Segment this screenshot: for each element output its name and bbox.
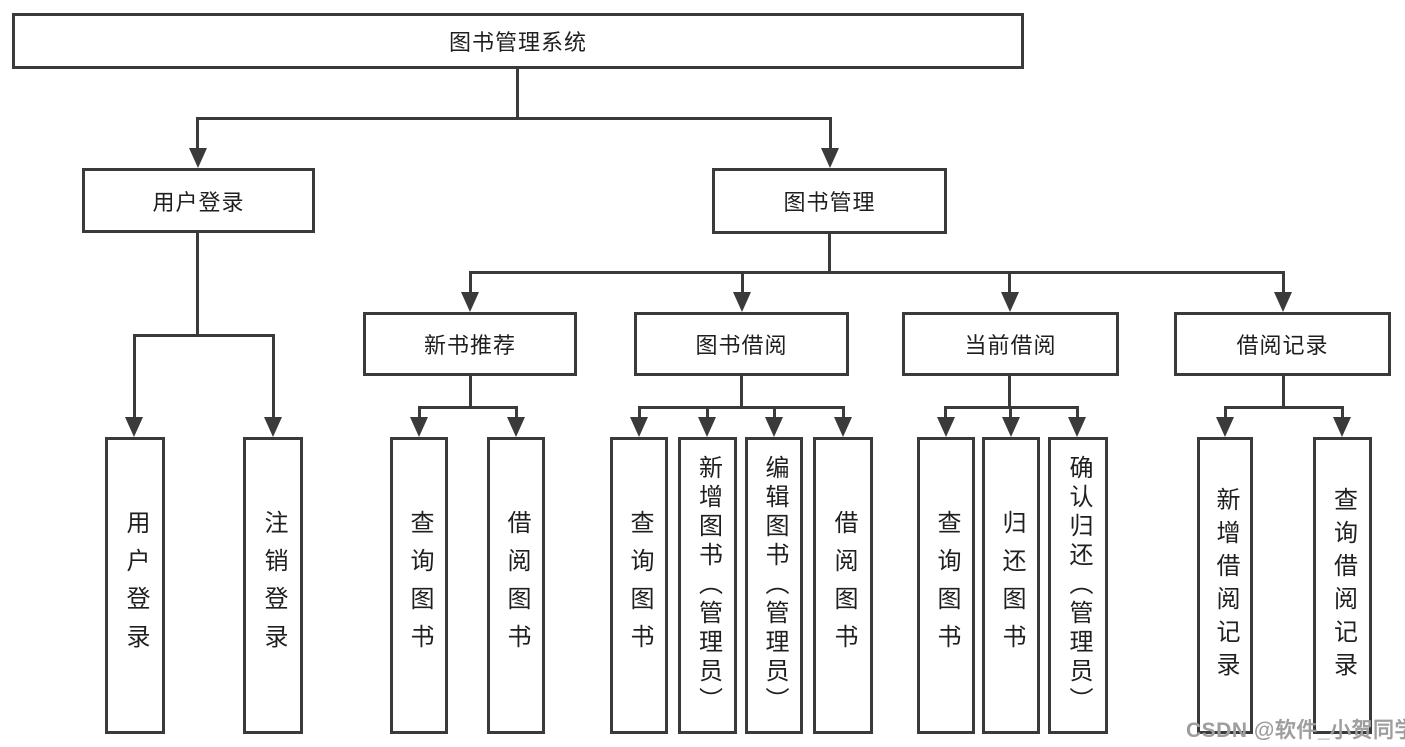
arrowhead-down-icon: [1333, 417, 1351, 437]
arrowhead-down-icon: [698, 417, 716, 437]
connector-line: [1224, 406, 1344, 409]
arrowhead-down-icon: [461, 292, 479, 312]
leaf-query-books-borrowing: 查询图书: [610, 437, 668, 734]
arrowhead-down-icon: [765, 417, 783, 437]
arrowhead-down-icon: [1216, 417, 1234, 437]
node-book-management-system: 图书管理系统: [12, 13, 1024, 69]
leaf-query-books-recommend: 查询图书: [390, 437, 448, 734]
arrowhead-down-icon: [821, 148, 839, 168]
connector-line: [1076, 406, 1079, 421]
leaf-edit-book-admin: 编辑图书（管理员）: [745, 437, 803, 734]
arrowhead-down-icon: [125, 417, 143, 437]
connector-line: [196, 233, 199, 336]
connector-line: [1008, 376, 1011, 408]
arrowhead-down-icon: [410, 417, 428, 437]
leaf-confirm-return-admin: 确认归还（管理员）: [1048, 437, 1108, 734]
node-borrowing-records: 借阅记录: [1174, 312, 1391, 376]
connector-line: [1282, 271, 1285, 295]
arrowhead-down-icon: [1274, 292, 1292, 312]
leaf-borrow-books-recommend: 借阅图书: [487, 437, 545, 734]
node-book-management: 图书管理: [712, 168, 947, 234]
node-new-book-recommend: 新书推荐: [363, 312, 577, 376]
connector-line: [418, 406, 518, 409]
connector-line: [842, 406, 845, 421]
leaf-logout: 注销登录: [243, 437, 303, 734]
arrowhead-down-icon: [834, 417, 852, 437]
node-user-login: 用户登录: [82, 168, 315, 233]
arrowhead-down-icon: [507, 417, 525, 437]
connector-line: [638, 406, 844, 409]
leaf-query-borrow-record: 查询借阅记录: [1313, 437, 1372, 734]
connector-line: [706, 406, 709, 421]
arrowhead-down-icon: [1068, 417, 1086, 437]
connector-line: [638, 406, 641, 421]
connector-line: [1224, 406, 1227, 421]
connector-line: [418, 406, 421, 421]
node-book-borrowing: 图书借阅: [634, 312, 849, 376]
connector-line: [740, 376, 743, 408]
arrowhead-down-icon: [733, 292, 751, 312]
leaf-user-login: 用户登录: [105, 437, 165, 734]
leaf-query-books-current: 查询图书: [917, 437, 975, 734]
connector-line: [133, 334, 275, 337]
connector-line: [1009, 406, 1012, 421]
arrowhead-down-icon: [1001, 292, 1019, 312]
leaf-return-books: 归还图书: [982, 437, 1040, 734]
connector-line: [515, 406, 518, 421]
connector-line: [829, 117, 832, 151]
connector-line: [469, 376, 472, 408]
csdn-watermark: CSDN @软件_小贺同学: [1186, 719, 1405, 742]
connector-line: [469, 271, 472, 295]
connector-line: [828, 234, 831, 273]
connector-line: [469, 271, 1285, 274]
arrowhead-down-icon: [1002, 417, 1020, 437]
connector-line: [741, 271, 744, 295]
leaf-borrow-books-borrowing: 借阅图书: [813, 437, 873, 734]
connector-line: [773, 406, 776, 421]
connector-line: [1282, 376, 1285, 408]
connector-line: [944, 406, 947, 421]
arrowhead-down-icon: [630, 417, 648, 437]
connector-line: [1008, 271, 1011, 295]
connector-line: [1341, 406, 1344, 421]
node-current-borrowing: 当前借阅: [902, 312, 1119, 376]
connector-line: [272, 334, 275, 419]
leaf-add-book-admin: 新增图书（管理员）: [678, 437, 737, 734]
connector-line: [516, 69, 519, 118]
arrowhead-down-icon: [189, 148, 207, 168]
arrowhead-down-icon: [937, 417, 955, 437]
leaf-add-borrow-record: 新增借阅记录: [1197, 437, 1253, 734]
arrowhead-down-icon: [264, 417, 282, 437]
connector-line: [197, 117, 832, 120]
connector-line: [196, 117, 199, 151]
connector-line: [133, 334, 136, 419]
